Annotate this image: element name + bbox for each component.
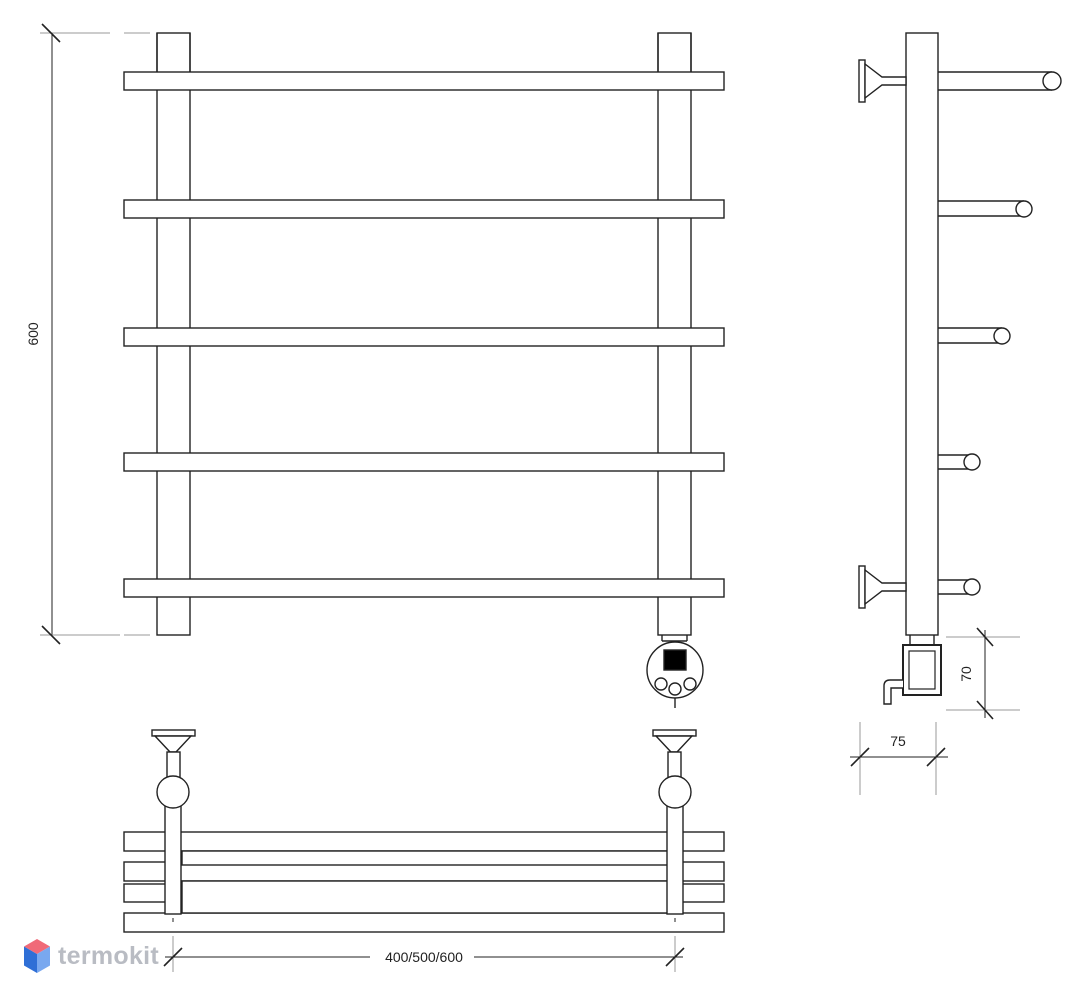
width-dimension-label: 400/500/600 [385, 949, 463, 965]
heater-button-icon [668, 682, 682, 696]
cube-logo-icon [24, 939, 50, 973]
wall-mount [858, 59, 907, 103]
side-rung-end [1042, 71, 1062, 91]
heater-height-dimension-label: 70 [958, 666, 974, 682]
brand-name: termokit [58, 941, 160, 970]
height-dimension-label: 600 [25, 322, 41, 346]
wall-mount [151, 729, 196, 915]
side-post [905, 32, 939, 636]
wall-mount [652, 729, 697, 915]
brand-logo: termokit [22, 936, 159, 976]
depth-dimension-label: 75 [890, 733, 906, 749]
side-rung-end [963, 453, 981, 471]
side-rung-end [1015, 200, 1033, 218]
top-rung [123, 831, 725, 852]
height-dimension: 600 [25, 23, 150, 645]
heater-control [646, 641, 704, 708]
rung [123, 452, 725, 472]
top-view [123, 729, 725, 933]
heater-display-icon [663, 649, 687, 671]
side-rung-end [963, 578, 981, 596]
heater-height-dimension: 70 [946, 627, 1020, 720]
right-mount-joint [658, 775, 692, 809]
rung [123, 199, 725, 219]
heater-button-icon [683, 677, 697, 691]
wall-mount [858, 565, 907, 609]
rung [123, 327, 725, 347]
depth-dimension: 75 [850, 722, 948, 795]
left-mount-joint [156, 775, 190, 809]
rung [123, 578, 725, 598]
side-rung-end [993, 327, 1011, 345]
width-dimension: 400/500/600 [163, 936, 685, 972]
side-view [858, 32, 1062, 705]
heater-button-icon [654, 677, 668, 691]
top-rung [123, 912, 725, 933]
rung [123, 71, 725, 91]
front-view [123, 32, 725, 642]
